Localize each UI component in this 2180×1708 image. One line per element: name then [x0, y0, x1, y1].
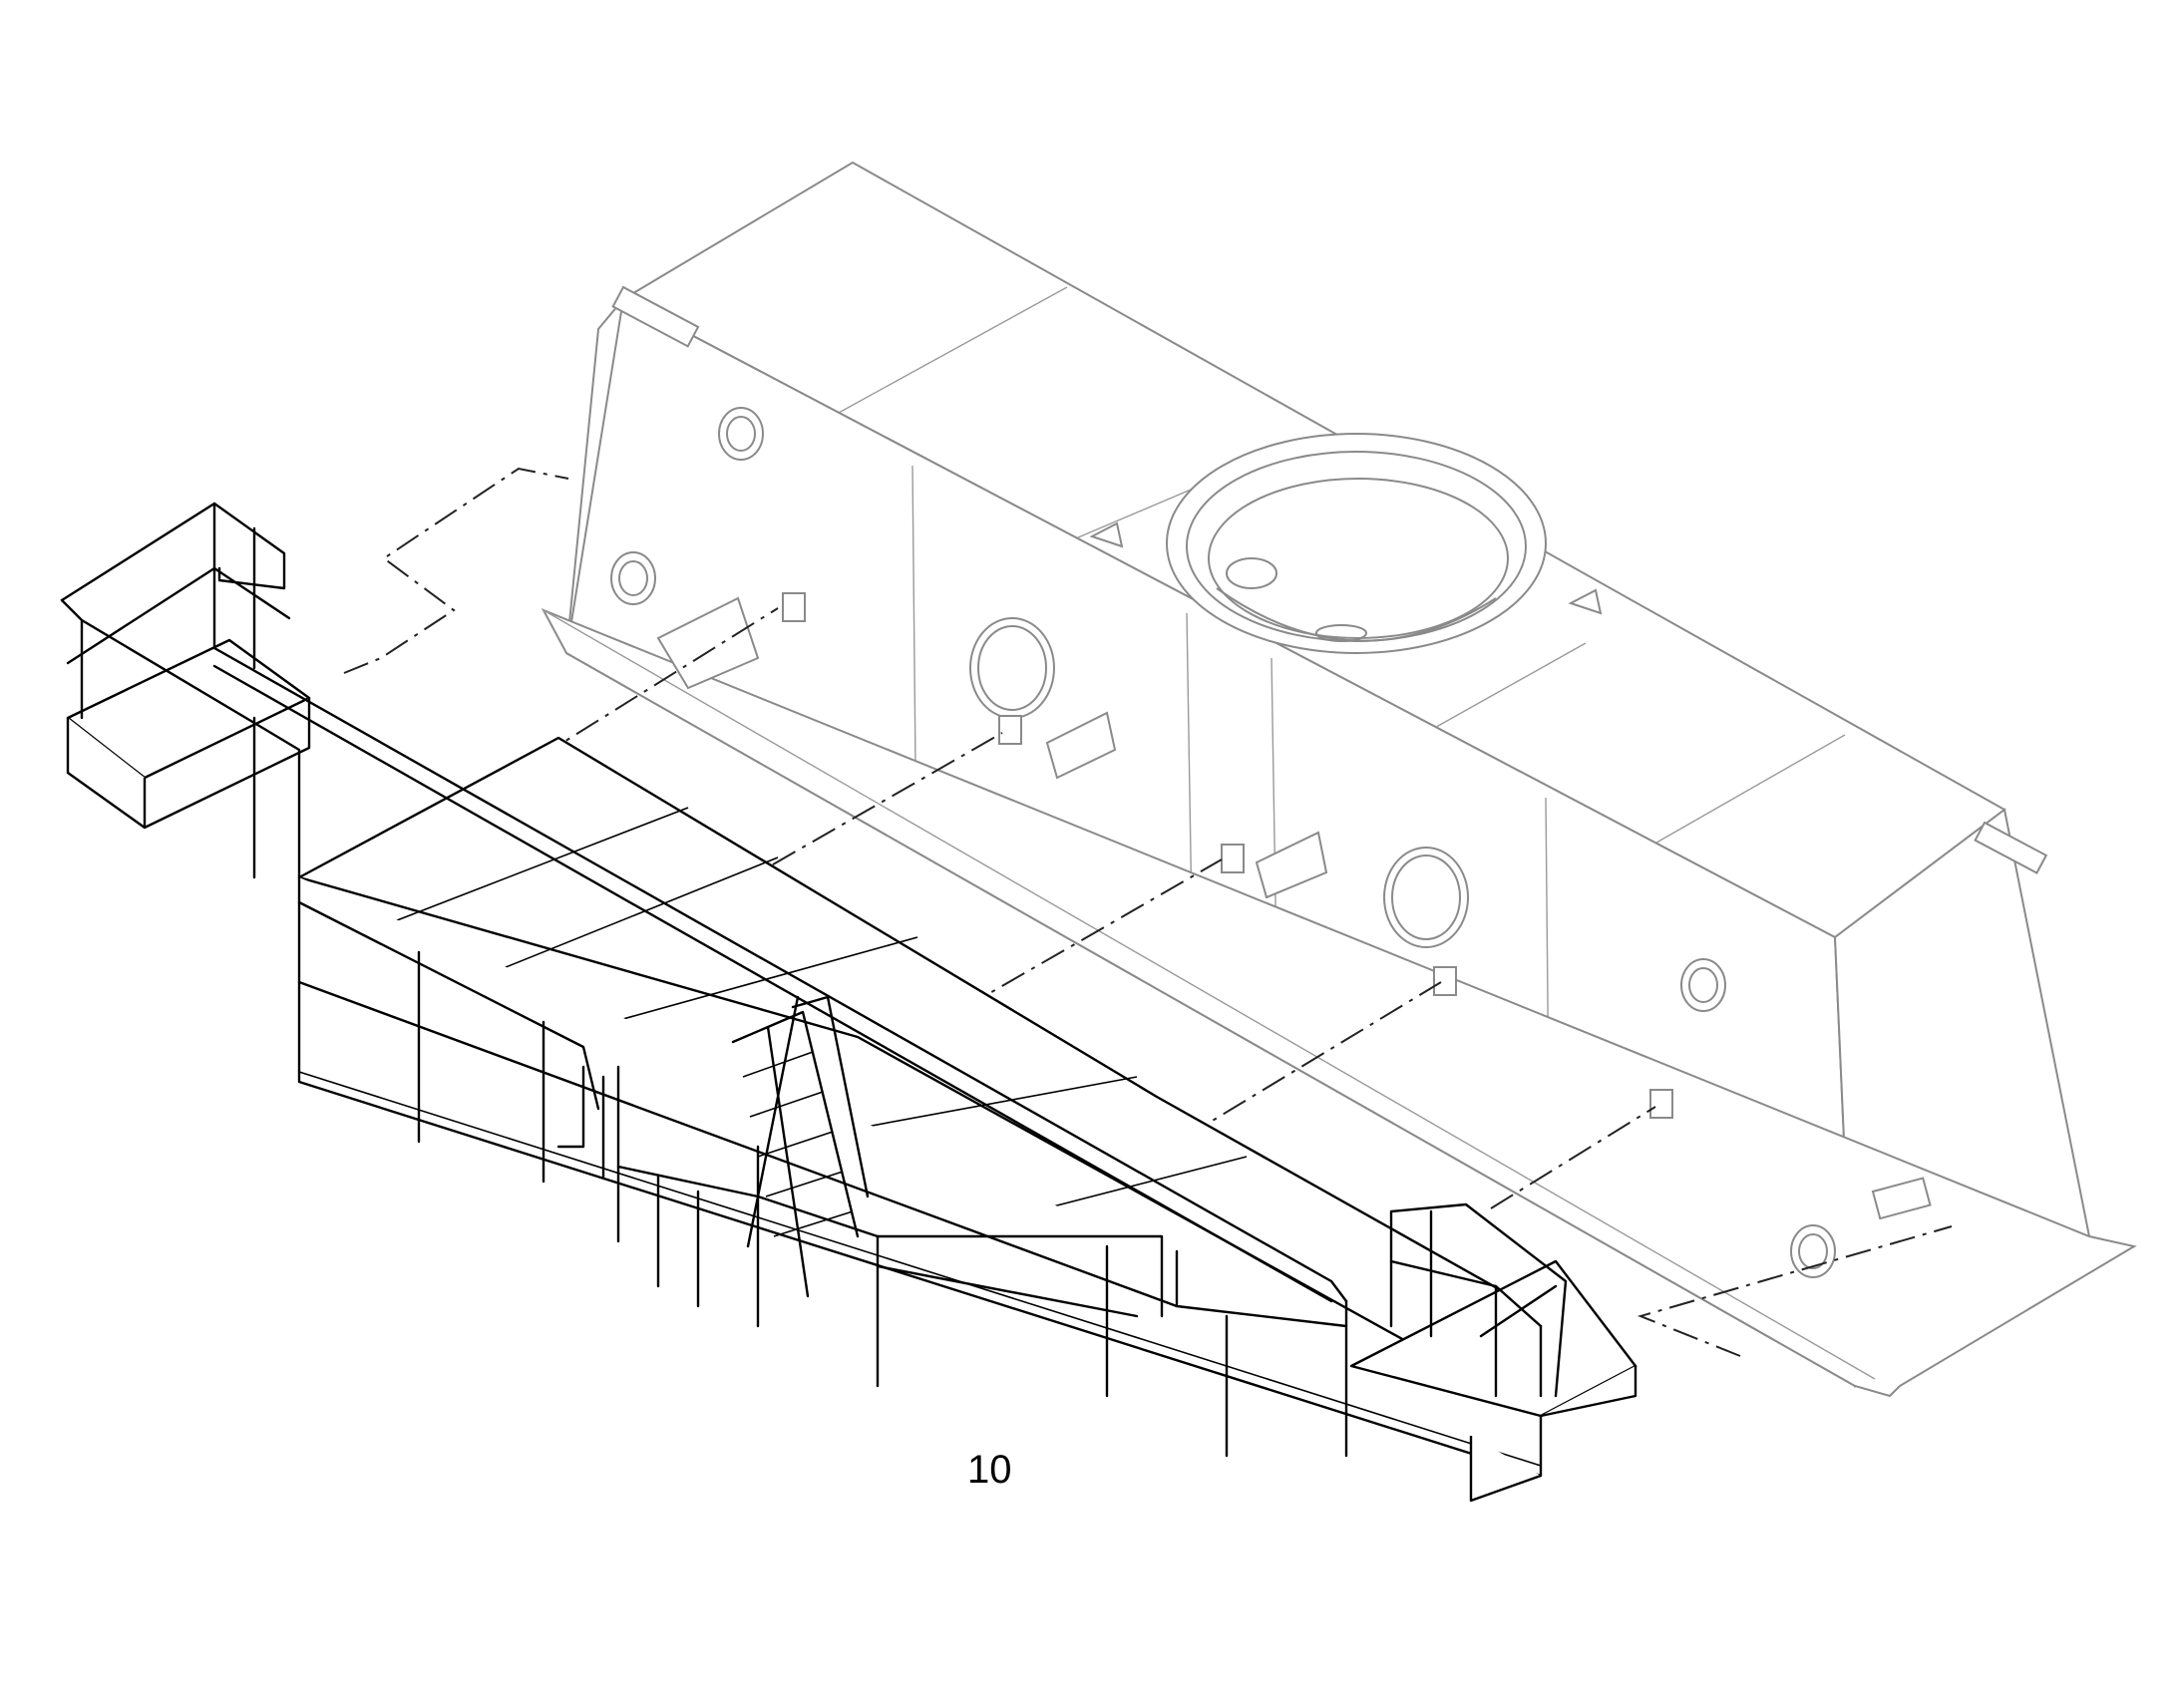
access-ladder — [731, 995, 870, 1298]
walkway-assembly — [60, 502, 1637, 1503]
part-number-label: 10 — [967, 1448, 1012, 1492]
main-frame-outline — [541, 161, 2137, 1398]
